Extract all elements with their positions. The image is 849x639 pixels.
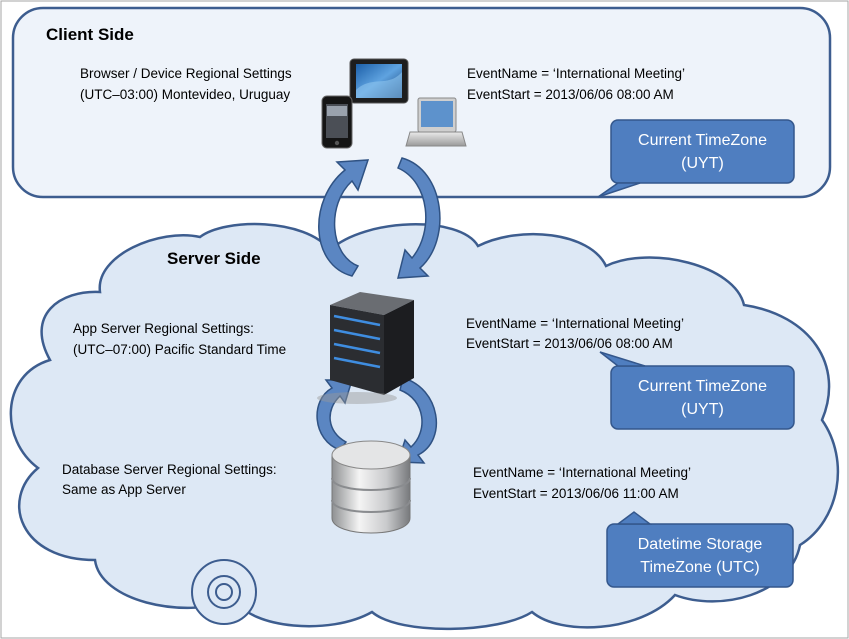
client-timezone-callout: Current TimeZone (UYT) [611, 120, 794, 183]
laptop-icon [405, 97, 467, 147]
app-callout-tail [599, 351, 646, 367]
db-callout-line2: TimeZone (UTC) [640, 558, 760, 576]
db-event-start: EventStart = 2013/06/06 11:00 AM [473, 486, 679, 501]
thought-bubble-small [215, 583, 233, 601]
app-settings-line1: App Server Regional Settings: [73, 321, 254, 336]
database-icon [331, 440, 411, 534]
client-callout-tail [597, 182, 641, 198]
db-callout-tail [615, 511, 653, 525]
app-callout-line1: Current TimeZone [638, 377, 767, 395]
app-timezone-callout: Current TimeZone (UYT) [611, 366, 794, 429]
db-callout-box [606, 523, 794, 588]
client-settings-line2: (UTC–03:00) Montevideo, Uruguay [80, 87, 291, 102]
client-event-name: EventName = ‘International Meeting’ [467, 66, 685, 81]
db-timezone-callout: Datetime Storage TimeZone (UTC) [607, 524, 793, 587]
server-side-heading: Server Side [167, 249, 261, 268]
client-settings-line1: Browser / Device Regional Settings [80, 66, 292, 81]
app-callout-box [610, 365, 795, 430]
client-event-start: EventStart = 2013/06/06 08:00 AM [467, 87, 674, 102]
db-callout-line1: Datetime Storage [637, 535, 763, 553]
client-server-sync-arrows [318, 157, 441, 279]
client-side-heading: Client Side [46, 25, 134, 44]
app-event-start: EventStart = 2013/06/06 08:00 AM [466, 336, 673, 351]
client-callout-line2: (UYT) [681, 154, 724, 172]
client-callout-line1: Current TimeZone [638, 131, 767, 149]
tablet-icon [349, 58, 409, 104]
server-db-sync-arrows [316, 377, 438, 464]
db-event-name: EventName = ‘International Meeting’ [473, 465, 691, 480]
client-callout-box [610, 119, 795, 184]
db-settings-line1: Database Server Regional Settings: [62, 462, 277, 477]
app-callout-line2: (UYT) [681, 400, 724, 418]
smartphone-icon [321, 95, 353, 149]
app-settings-line2: (UTC–07:00) Pacific Standard Time [73, 342, 287, 357]
server-tower-icon [317, 292, 414, 404]
db-settings-line2: Same as App Server [62, 482, 186, 497]
app-event-name: EventName = ‘International Meeting’ [466, 316, 684, 331]
